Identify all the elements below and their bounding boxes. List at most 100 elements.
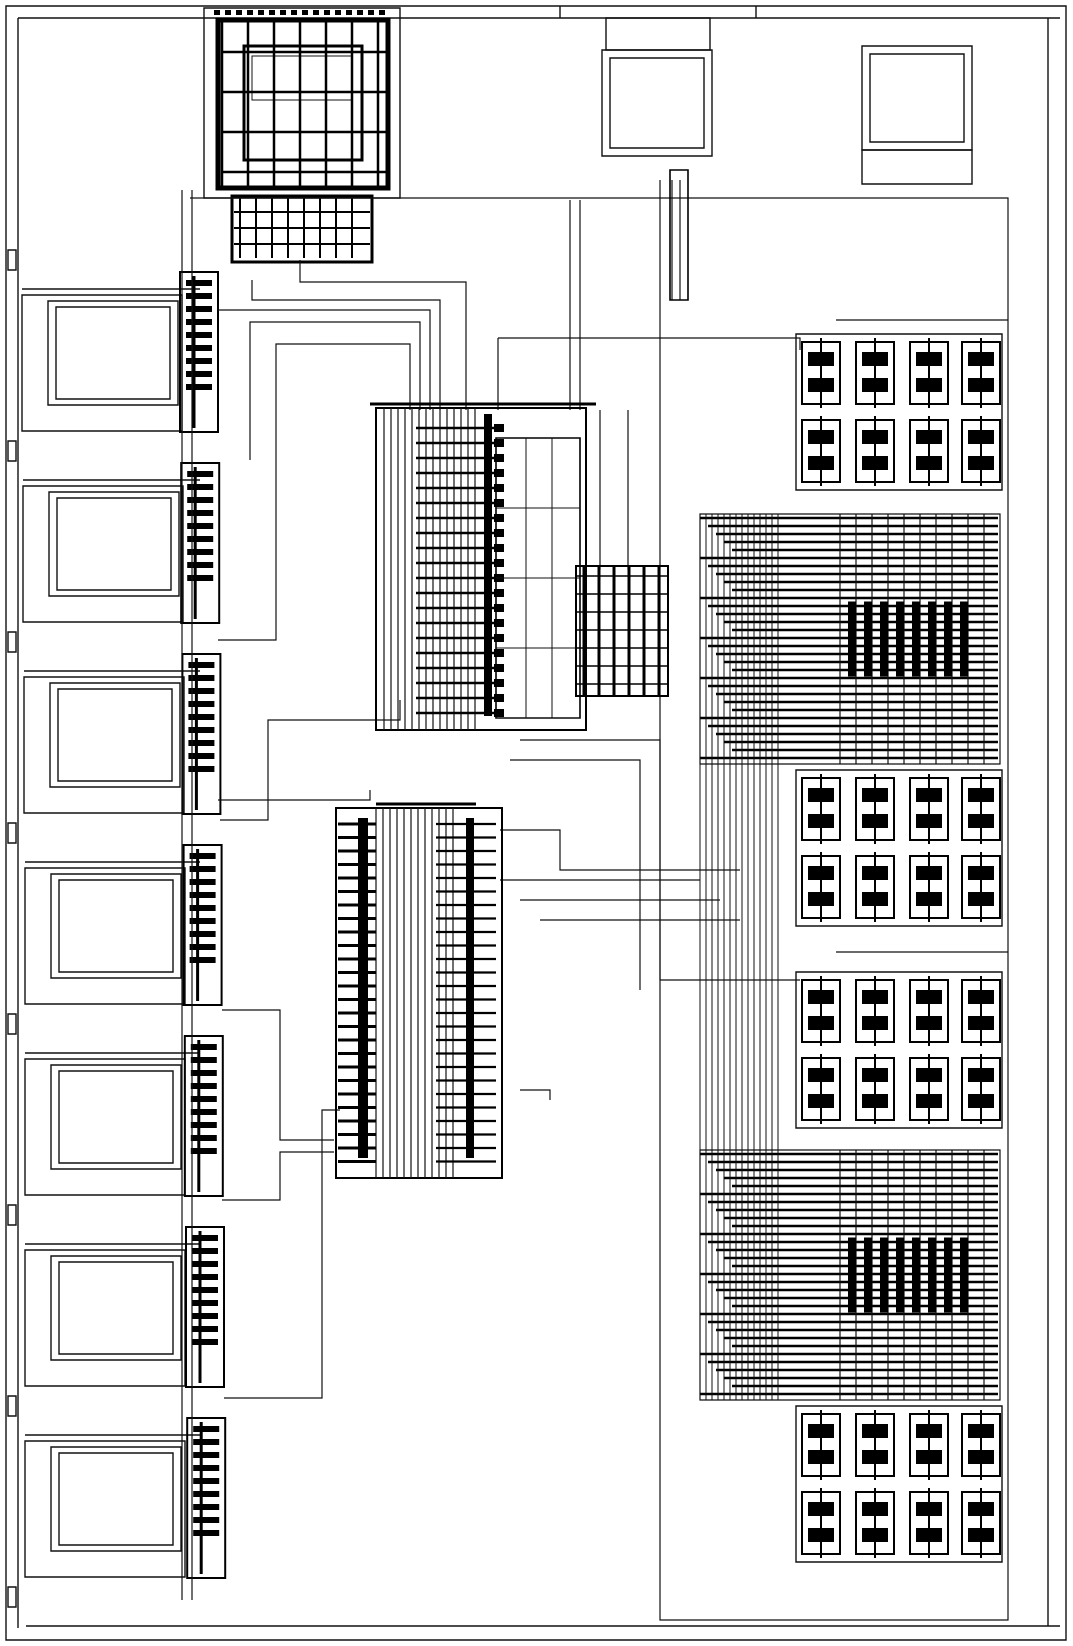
pad-driver-fet: [187, 523, 214, 529]
pad-driver-fet: [189, 905, 216, 911]
io-cell-contact: [214, 10, 220, 15]
decoder-upper-contact: [494, 484, 504, 492]
pad-driver-fet: [186, 319, 212, 325]
decoder-upper-spine: [484, 414, 492, 716]
io-cell-contact: [236, 10, 242, 15]
pad-driver-fet: [186, 384, 212, 390]
sense-amp: [912, 1237, 920, 1313]
left-pad-inner: [56, 307, 170, 399]
pad-driver-fet: [190, 1083, 217, 1089]
io-cell-contact: [313, 10, 319, 15]
pad-driver-fet: [189, 892, 216, 898]
pad-driver-fet: [188, 688, 215, 694]
pad-driver-fet: [188, 675, 215, 681]
left-pad-inner: [59, 880, 173, 972]
left-pad-outer: [22, 295, 182, 431]
pad-driver-fet: [187, 484, 214, 490]
left-pad-outer: [25, 1059, 185, 1195]
pad-driver-fet: [192, 1287, 218, 1293]
pad-driver-fet: [188, 727, 215, 733]
decoder-upper-contact: [494, 544, 504, 552]
pad-driver-fet: [190, 1096, 217, 1102]
io-cell-contact: [247, 10, 253, 15]
decoder-upper-contact: [494, 424, 504, 432]
left-pad-ring: [51, 1447, 181, 1551]
sense-amp: [864, 601, 872, 677]
pad-driver-fet: [193, 1530, 220, 1536]
decoder-upper-contact: [494, 664, 504, 672]
chip-boundary: [6, 6, 1066, 1640]
route-wire: [250, 322, 420, 460]
memory-array-lower-cells-outline: [796, 972, 1002, 1128]
io-cell-contact: [357, 10, 363, 15]
pad-driver-fet: [188, 701, 215, 707]
boundary-tick: [8, 823, 16, 843]
io-cell-core: [244, 46, 362, 160]
io-cell-ring: [218, 20, 388, 188]
pad-driver-fet: [193, 1504, 220, 1510]
io-cell-contact: [291, 10, 297, 15]
sense-amp: [928, 601, 936, 677]
pad-driver-fet: [186, 358, 212, 364]
pad-driver-fet: [193, 1426, 220, 1432]
top-pad-neck: [862, 150, 972, 184]
route-wire: [520, 1090, 550, 1100]
pad-driver-fet: [190, 1122, 217, 1128]
top-pad-outer: [602, 50, 712, 156]
pad-driver-fet: [192, 1313, 218, 1319]
vertical-bus-column: [670, 170, 688, 300]
io-cell-contact: [302, 10, 308, 15]
pad-driver-fet: [186, 371, 212, 377]
pad-driver: [180, 272, 218, 432]
pad-driver-fet: [187, 510, 214, 516]
io-cell-outline: [204, 8, 400, 198]
pad-driver-fet: [189, 866, 216, 872]
decoder-lower-outline: [336, 808, 502, 1178]
memory-array-upper-cells: [796, 334, 1002, 490]
left-pad-inner: [57, 498, 171, 590]
left-pad-ring: [48, 301, 178, 405]
route-wire: [520, 740, 660, 980]
boundary-tick: [8, 250, 16, 270]
top-pad-neck: [606, 18, 710, 50]
left-pad-inner: [59, 1453, 173, 1545]
io-cell-contact: [225, 10, 231, 15]
central-logic-blocks: [336, 404, 668, 1178]
decoder-upper-contact: [494, 604, 504, 612]
decoder-upper-contact: [494, 469, 504, 477]
pad-driver-fet: [192, 1339, 218, 1345]
decoder-upper-contact: [494, 589, 504, 597]
io-cell-contact: [379, 10, 385, 15]
left-pad-outer: [25, 868, 185, 1004]
memory-array: [670, 170, 1002, 1562]
top-pad-inner: [870, 54, 964, 142]
pad-driver-fet: [190, 1057, 217, 1063]
pad-driver-fet: [188, 753, 215, 759]
decoder-upper-contact: [494, 679, 504, 687]
decoder-upper-contact: [494, 439, 504, 447]
decoder-upper-contact: [494, 649, 504, 657]
boundary-tick: [8, 1396, 16, 1416]
route-wire: [218, 344, 410, 640]
io-driver: [232, 196, 372, 262]
pad-driver-fet: [190, 1109, 217, 1115]
sense-amp: [960, 601, 968, 677]
pad-driver-fet: [192, 1300, 218, 1306]
io-cell-contact: [258, 10, 264, 15]
pad-driver-fet: [189, 879, 216, 885]
pad-driver-fet: [187, 497, 214, 503]
pad-driver-fet: [188, 766, 215, 772]
decoder-lower-spine: [358, 818, 368, 1158]
route-wire: [510, 760, 640, 990]
sense-amp: [928, 1237, 936, 1313]
pad-driver-fet: [192, 1326, 218, 1332]
sense-amp: [944, 601, 952, 677]
pad-driver-fet: [186, 280, 212, 286]
decoder-upper-contact: [494, 529, 504, 537]
pad-driver-fet: [192, 1261, 218, 1267]
top-pad-outer: [862, 46, 972, 150]
sense-amp: [864, 1237, 872, 1313]
route-wire: [498, 338, 800, 350]
left-pad-ring: [51, 874, 181, 978]
route-wire: [252, 280, 440, 410]
